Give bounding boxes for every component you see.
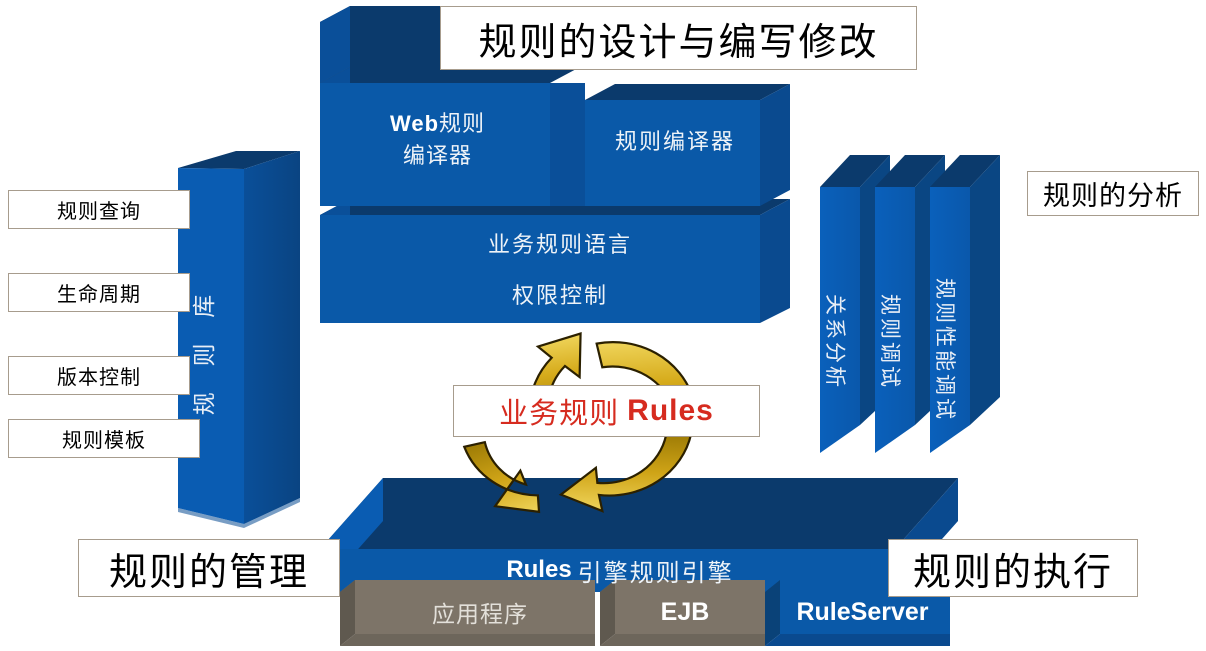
left-label-text-1: 生命周期 bbox=[57, 284, 141, 306]
analysis-panel-label-2: 规则调试 bbox=[874, 247, 908, 437]
title-design: 规则的设计与编写修改 bbox=[440, 6, 917, 70]
library-text: 规 则 库 bbox=[192, 284, 217, 416]
design-slab-editor-web-text: Web规则 编译器 bbox=[330, 105, 545, 175]
left-label-2: 版本控制 bbox=[8, 356, 190, 395]
ruleserver-label: RuleServer bbox=[796, 597, 929, 626]
design-slab-language-text: 业务规则语言 bbox=[400, 224, 720, 262]
engine-cn: 引擎规则引擎 bbox=[577, 560, 734, 587]
left-label-text-3: 规则模板 bbox=[62, 430, 146, 452]
editor-web-cn2: 编译器 bbox=[402, 143, 472, 168]
left-label-3: 规则模板 bbox=[8, 419, 200, 458]
editor-web-latin: Web bbox=[389, 111, 440, 136]
language-label: 业务规则语言 bbox=[487, 232, 632, 257]
title-execution: 规则的执行 bbox=[888, 539, 1138, 597]
analysis-text-1: 关系分析 bbox=[823, 294, 847, 390]
title-design-text: 规则的设计与编写修改 bbox=[478, 21, 879, 64]
center-badge-latin: Rules bbox=[627, 394, 714, 427]
title-execution-text: 规则的执行 bbox=[912, 551, 1113, 594]
analysis-text-2: 规则调试 bbox=[878, 294, 902, 390]
left-label-text-0: 规则查询 bbox=[57, 201, 141, 223]
runtime-label-ruleserver: RuleServer bbox=[780, 592, 945, 632]
editor-label: 规则编译器 bbox=[614, 129, 735, 154]
title-analysis: 规则的分析 bbox=[1027, 171, 1199, 216]
engine-latin: Rules bbox=[506, 556, 572, 583]
analysis-panel-label-1: 关系分析 bbox=[819, 247, 853, 437]
left-label-1: 生命周期 bbox=[8, 273, 190, 312]
ejb-label: EJB bbox=[660, 597, 710, 626]
title-management-text: 规则的管理 bbox=[108, 551, 309, 594]
design-slab-language bbox=[320, 199, 790, 271]
editor-web-cn: 规则 bbox=[439, 111, 486, 136]
title-management: 规则的管理 bbox=[78, 539, 340, 597]
title-analysis-text: 规则的分析 bbox=[1043, 181, 1183, 211]
left-label-0: 规则查询 bbox=[8, 190, 190, 229]
design-stack-top-cap bbox=[320, 6, 440, 83]
analysis-panel-label-3: 规则性能调试 bbox=[929, 245, 963, 455]
runtime-label-application: 应用程序 bbox=[380, 592, 580, 632]
analysis-panel-3 bbox=[930, 155, 1000, 453]
runtime-block-ejb bbox=[600, 580, 765, 646]
runtime-block-application bbox=[340, 580, 595, 646]
design-slab-permission-text: 权限控制 bbox=[400, 275, 720, 313]
analysis-text-3: 规则性能调试 bbox=[933, 278, 957, 422]
application-label: 应用程序 bbox=[432, 602, 528, 627]
runtime-label-ejb: EJB bbox=[625, 592, 745, 632]
design-slab-editors bbox=[320, 67, 790, 206]
center-badge-cn: 业务规则 bbox=[499, 398, 620, 430]
permission-label: 权限控制 bbox=[511, 283, 608, 308]
left-label-text-2: 版本控制 bbox=[57, 367, 141, 389]
design-slab-editor-text: 规则编译器 bbox=[590, 120, 760, 160]
